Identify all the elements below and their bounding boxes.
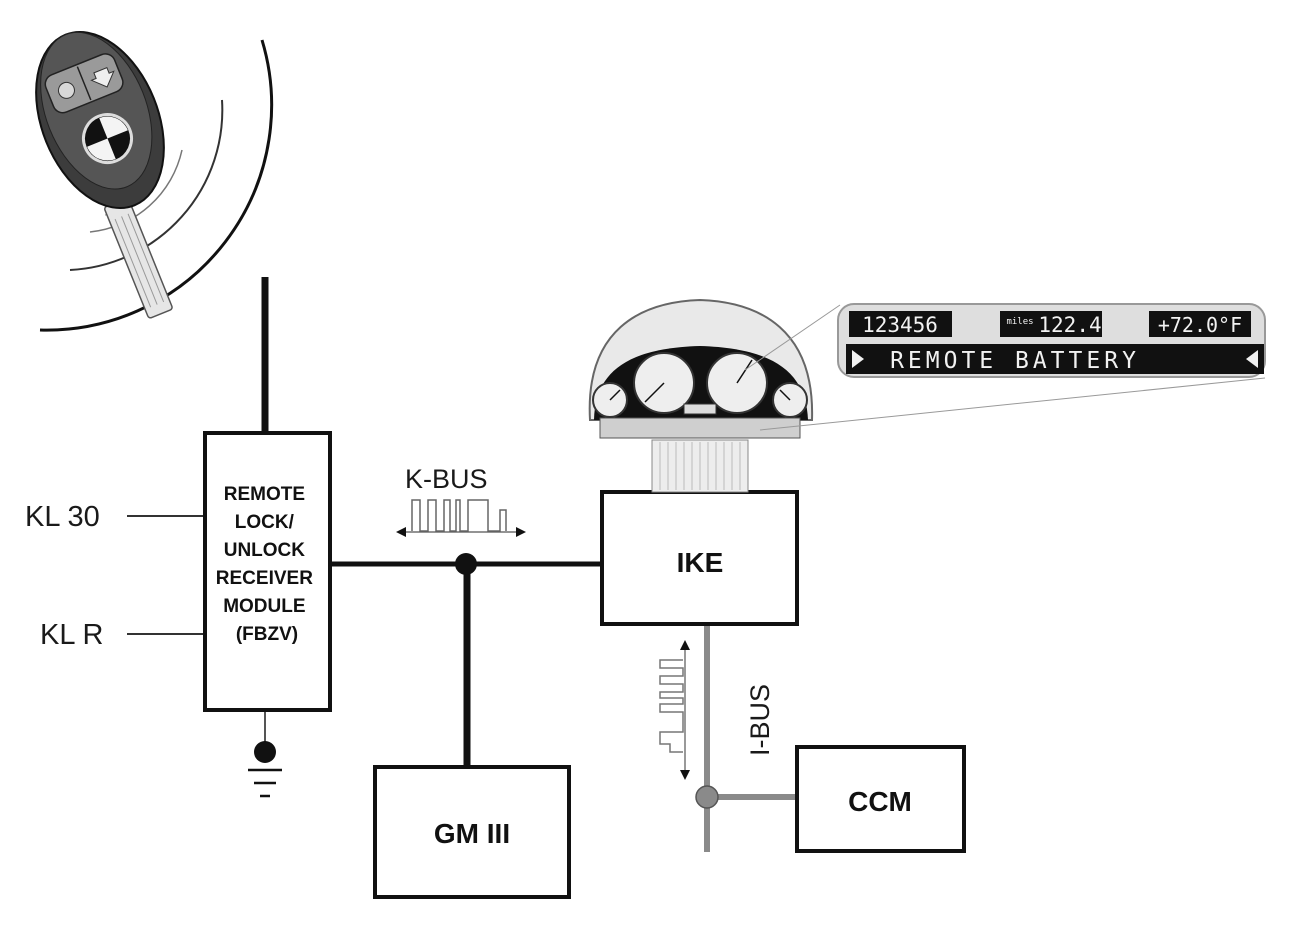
kl30-label: KL 30 bbox=[25, 501, 100, 533]
kbus-label: K-BUS bbox=[405, 464, 488, 494]
ccm-module: CCM bbox=[795, 745, 966, 853]
gm-label: GM III bbox=[434, 818, 510, 849]
gm-module: GM III bbox=[373, 765, 571, 899]
ibus-signal-icon bbox=[659, 640, 690, 780]
fbzv-label-line: MODULE bbox=[223, 596, 305, 617]
kbus-signal-icon bbox=[396, 499, 526, 537]
kbus-junction bbox=[455, 553, 477, 575]
klr-label: KL R bbox=[40, 619, 103, 651]
cluster-display-zoom: 123456 miles 122.4 +72.0°F REMOTE BATTER… bbox=[837, 303, 1266, 378]
ike-label: IKE bbox=[677, 547, 724, 578]
fbzv-label-line: UNLOCK bbox=[224, 540, 306, 561]
fbzv-label-line: RECEIVER bbox=[216, 568, 313, 589]
odometer-readout: 123456 bbox=[862, 313, 938, 337]
ccm-label: CCM bbox=[848, 786, 912, 817]
fbzv-label-line: REMOTE bbox=[224, 484, 305, 505]
display-arrow-right-icon bbox=[852, 350, 864, 368]
fbzv-label-line: (FBZV) bbox=[236, 624, 298, 645]
wiring bbox=[127, 277, 797, 852]
fbzv-module: REMOTE LOCK/ UNLOCK RECEIVER MODULE (FBZ… bbox=[203, 431, 332, 712]
display-arrow-left-icon bbox=[1246, 350, 1258, 368]
display-message: REMOTE BATTERY bbox=[890, 348, 1140, 374]
ibus-label: I-BUS bbox=[745, 684, 775, 756]
range-unit-label: miles bbox=[1006, 317, 1033, 327]
svg-text:REMOTE LOCK/ UNLOC: REMOTE LOCK/ UNLOCK RECEIVER MODULE (FBZ… bbox=[216, 484, 318, 645]
temperature-readout: +72.0°F bbox=[1158, 313, 1242, 337]
remote-key-fob bbox=[35, 30, 274, 332]
fbzv-label-line: LOCK/ bbox=[235, 512, 295, 533]
ike-module: IKE bbox=[600, 490, 799, 626]
instrument-cluster bbox=[588, 298, 1266, 493]
ibus-junction bbox=[695, 785, 719, 809]
range-readout: 122.4 bbox=[1038, 313, 1101, 337]
ground-symbol bbox=[248, 741, 282, 798]
